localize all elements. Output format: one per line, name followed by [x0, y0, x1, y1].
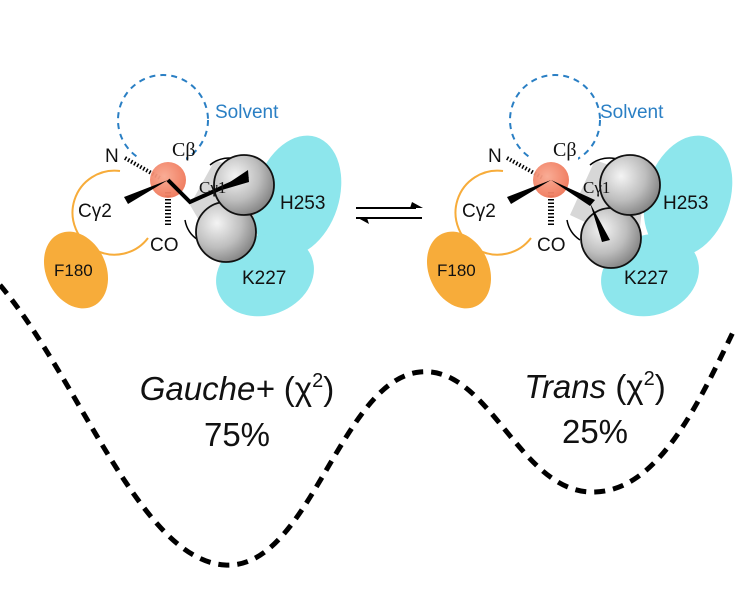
- h253-label: H253: [280, 193, 325, 214]
- methyl-sphere: [580, 207, 642, 269]
- co-label: CO: [537, 235, 566, 256]
- gauche-plus-caption: Gauche+ (χ2): [140, 370, 334, 407]
- f180-pocket: [426, 231, 492, 309]
- cgamma2-contact-arc: [71, 169, 149, 256]
- cgamma2-label: Cγ2: [78, 201, 112, 222]
- f180-pocket: [43, 231, 109, 309]
- n-label: N: [105, 146, 119, 167]
- equilibrium-arrows-icon: [356, 202, 423, 224]
- solvent-label: Solvent: [215, 102, 279, 123]
- cgamma2-label: Cγ2: [462, 201, 496, 222]
- k227-label: K227: [624, 268, 668, 289]
- h253-pocket: [252, 135, 342, 257]
- solvent-label: Solvent: [600, 102, 664, 123]
- cgamma1-label: Cγ1: [583, 178, 610, 197]
- energy-curve: [0, 283, 735, 568]
- cgamma1-label: Cγ1: [199, 178, 226, 197]
- cgamma2-contact-arc: [454, 169, 532, 256]
- h253-pocket: [643, 135, 733, 257]
- gauche-plus-population: 75%: [204, 416, 270, 453]
- trans-population: 25%: [562, 413, 628, 450]
- trans-caption: Trans (χ2): [524, 368, 666, 405]
- f180-label: F180: [54, 261, 93, 280]
- state-trans: Solvent N Cβ Cγ1 Cγ2 CO H253 K227 F180: [426, 74, 733, 317]
- cbeta-label: Cβ: [172, 139, 196, 161]
- methyl-sphere: [213, 154, 275, 216]
- state-gauche-plus: Solvent N Cβ Cγ1 Cγ2 CO H253 K227 F180: [43, 74, 342, 317]
- cbeta-label: Cβ: [553, 139, 577, 161]
- h253-label: H253: [663, 193, 708, 214]
- methyl-sphere: [599, 154, 661, 216]
- n-label: N: [488, 146, 502, 167]
- k227-label: K227: [242, 268, 286, 289]
- co-label: CO: [150, 235, 179, 256]
- f180-label: F180: [437, 261, 476, 280]
